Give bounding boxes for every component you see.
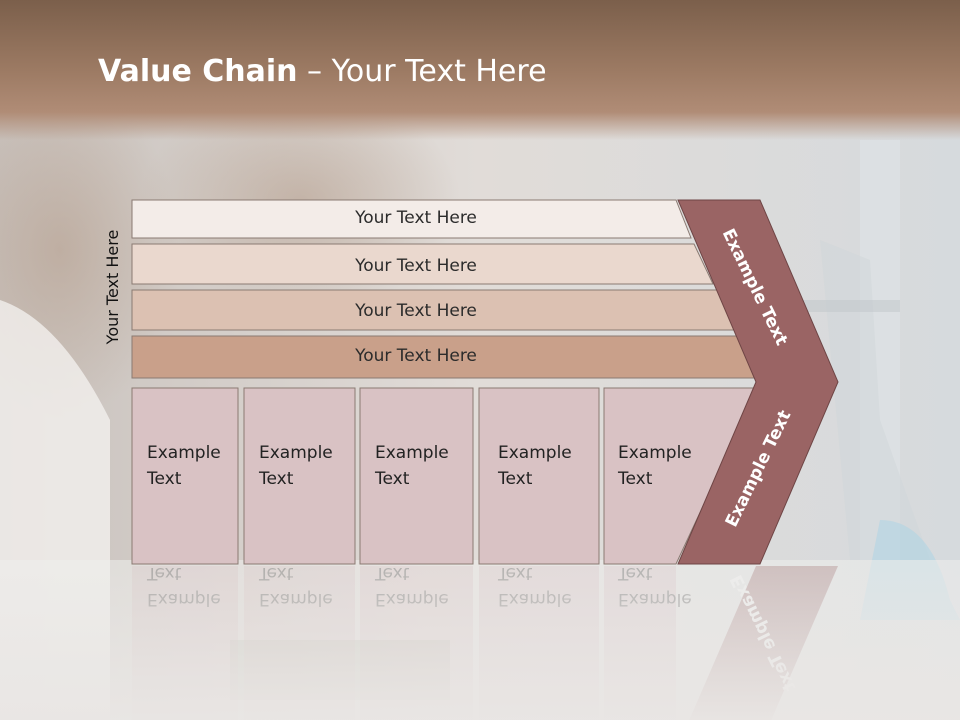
slide-title: Value Chain – Your Text Here	[98, 54, 547, 89]
row-label-3: Your Text Here	[355, 301, 477, 321]
activity-box-4	[478, 387, 600, 565]
row-label-4: Your Text Here	[355, 346, 477, 366]
row-bar-2	[131, 243, 714, 285]
title-bold: Value Chain	[98, 54, 298, 89]
title-rest: – Your Text Here	[297, 54, 547, 89]
row-label-1: Your Text Here	[355, 208, 477, 228]
activity-box-2	[243, 387, 356, 565]
margin-arrow	[677, 199, 839, 565]
activity-box-5	[603, 387, 759, 565]
activity-box-3	[359, 387, 474, 565]
title-bar	[0, 0, 960, 140]
row-label-2: Your Text Here	[355, 256, 477, 276]
row-bar-1	[131, 199, 692, 239]
activity-box-1	[131, 387, 239, 565]
